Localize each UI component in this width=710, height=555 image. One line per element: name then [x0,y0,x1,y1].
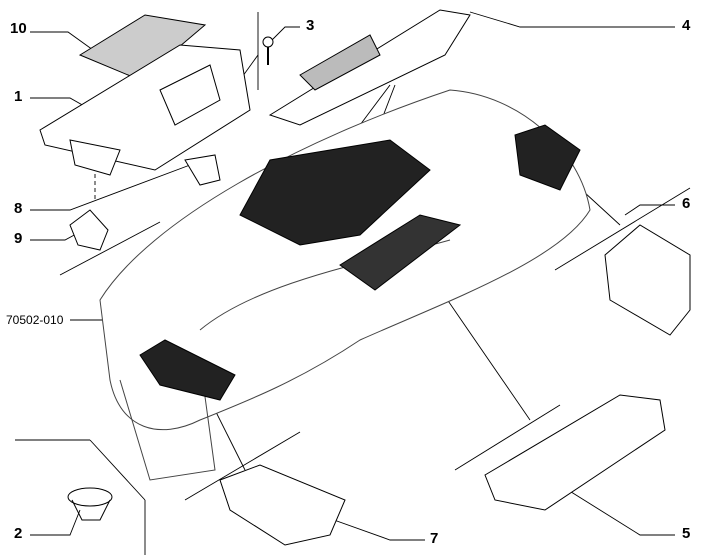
part-9-clip [69,209,109,251]
part-7-left-vent [219,464,346,546]
callout-6: 6 [682,195,691,212]
left-vent-installed [139,339,236,401]
center-bezel [239,139,431,246]
callout-7: 7 [430,530,439,547]
callout-2: 2 [14,525,23,542]
part-10-speaker-grille [78,14,207,81]
part-2-plug [67,487,113,521]
callout-10: 10 [10,20,27,37]
part-3-screw [262,36,274,65]
part-5-center-vent [484,394,666,511]
part-6-right-vent [604,224,691,336]
center-vent-installed [339,214,462,291]
callout-1: 1 [14,88,23,105]
callout-5: 5 [682,525,691,542]
right-vent-installed [514,124,581,191]
part-8-clip [184,154,221,186]
callout-8: 8 [14,200,23,217]
callout-3: 3 [306,17,315,34]
callout-4: 4 [682,17,691,34]
reference-number: 70502-010 [6,313,64,327]
part-4-defroster-panel [268,9,471,126]
callout-9: 9 [14,230,23,247]
part-1-upper-panel [39,44,251,176]
